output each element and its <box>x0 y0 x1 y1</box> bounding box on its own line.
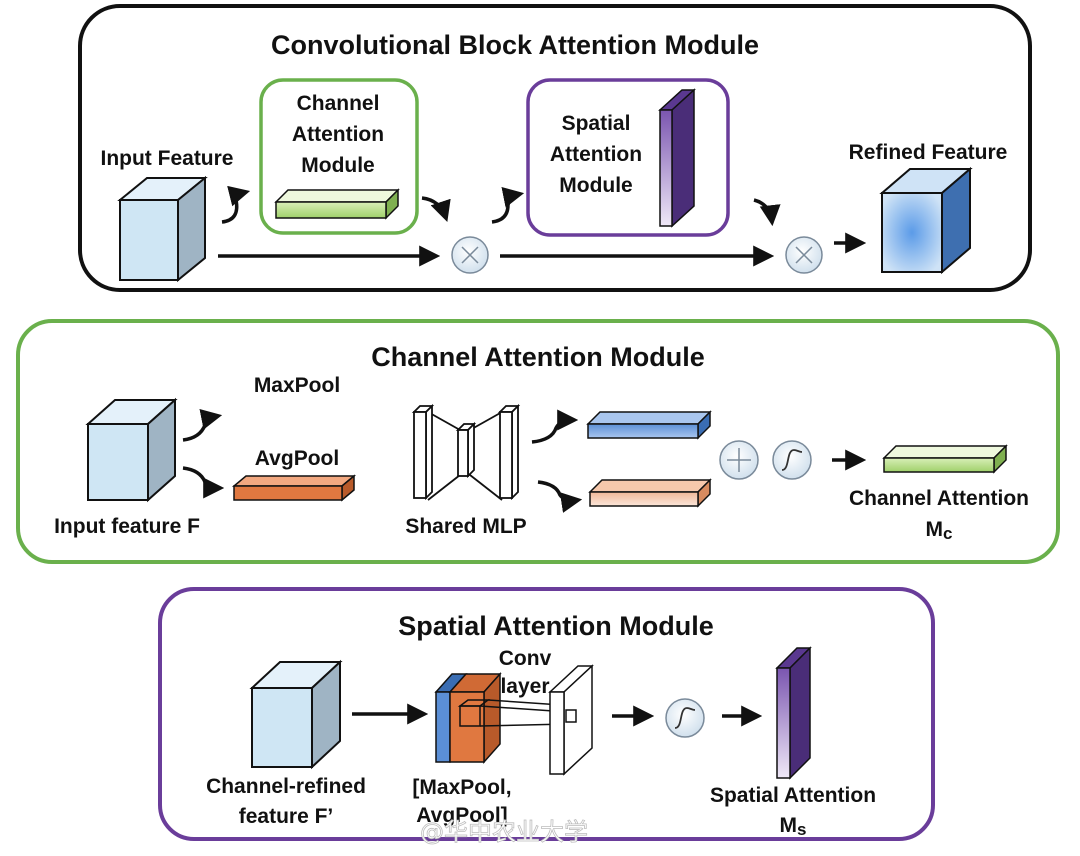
spatial-box-label-2: Attention <box>550 143 642 166</box>
spatial-box-label-3: Module <box>559 174 633 197</box>
channel-attention-output-bar <box>882 444 1008 474</box>
channel-refined-label-1: Channel-refined <box>206 775 366 798</box>
avgpool-label: AvgPool <box>255 447 339 470</box>
channel-box-label-1: Channel <box>297 92 380 115</box>
mlp-output-bar-orange <box>588 478 712 508</box>
channel-attention-bar <box>274 188 400 220</box>
maxpool-label: MaxPool <box>254 374 340 397</box>
spatial-attention-bar <box>658 88 696 228</box>
spatial-attention-output-bar <box>775 646 812 780</box>
shared-mlp-icon <box>411 403 521 501</box>
spatial-attention-output-label: Spatial Attention <box>710 784 876 807</box>
channel-refined-feature-cube <box>249 659 343 770</box>
sigmoid-icon <box>665 698 705 738</box>
shared-mlp-label: Shared MLP <box>405 515 526 538</box>
pool-label-1: [MaxPool, <box>412 776 511 799</box>
channel-attention-symbol: Mc <box>926 518 953 543</box>
channel-box-label-3: Module <box>301 154 375 177</box>
arrows <box>218 185 867 267</box>
pooled-feature-maps <box>434 672 502 764</box>
channel-module-panel <box>16 319 1060 564</box>
arrows <box>352 703 763 727</box>
spatial-box-label-1: Spatial <box>562 112 631 135</box>
spatial-module-panel <box>158 587 935 841</box>
spatial-module-title: Spatial Attention Module <box>398 611 713 641</box>
channel-box-label-2: Attention <box>292 123 384 146</box>
multiply-icon <box>451 236 489 274</box>
plus-icon <box>719 440 759 480</box>
channel-refined-label-2: feature F’ <box>239 805 334 828</box>
watermark: @华中农业大学 <box>420 818 588 846</box>
mlp-output-bar-blue <box>586 410 712 440</box>
input-feature-f-cube <box>85 397 178 503</box>
refined-feature-label: Refined Feature <box>849 141 1008 164</box>
refined-feature-cube <box>879 166 973 275</box>
input-feature-cube <box>117 175 208 283</box>
arrows <box>182 409 867 513</box>
cbam-title: Convolutional Block Attention Module <box>271 30 759 60</box>
pool-label-2: AvgPool] <box>416 804 507 827</box>
conv-layer <box>479 664 594 776</box>
cbam-panel <box>78 4 1032 292</box>
input-feature-label: Input Feature <box>100 147 233 170</box>
conv-label-2: layer <box>500 675 549 698</box>
sigmoid-icon <box>772 440 812 480</box>
channel-module-title: Channel Attention Module <box>371 342 704 372</box>
spatial-attention-symbol: Ms <box>780 814 807 839</box>
avgpool-bar <box>231 474 357 502</box>
conv-label-1: Conv <box>499 647 552 670</box>
input-feature-f-label: Input feature F <box>54 515 200 538</box>
multiply-icon <box>785 236 823 274</box>
channel-attention-output-label: Channel Attention <box>849 487 1029 510</box>
